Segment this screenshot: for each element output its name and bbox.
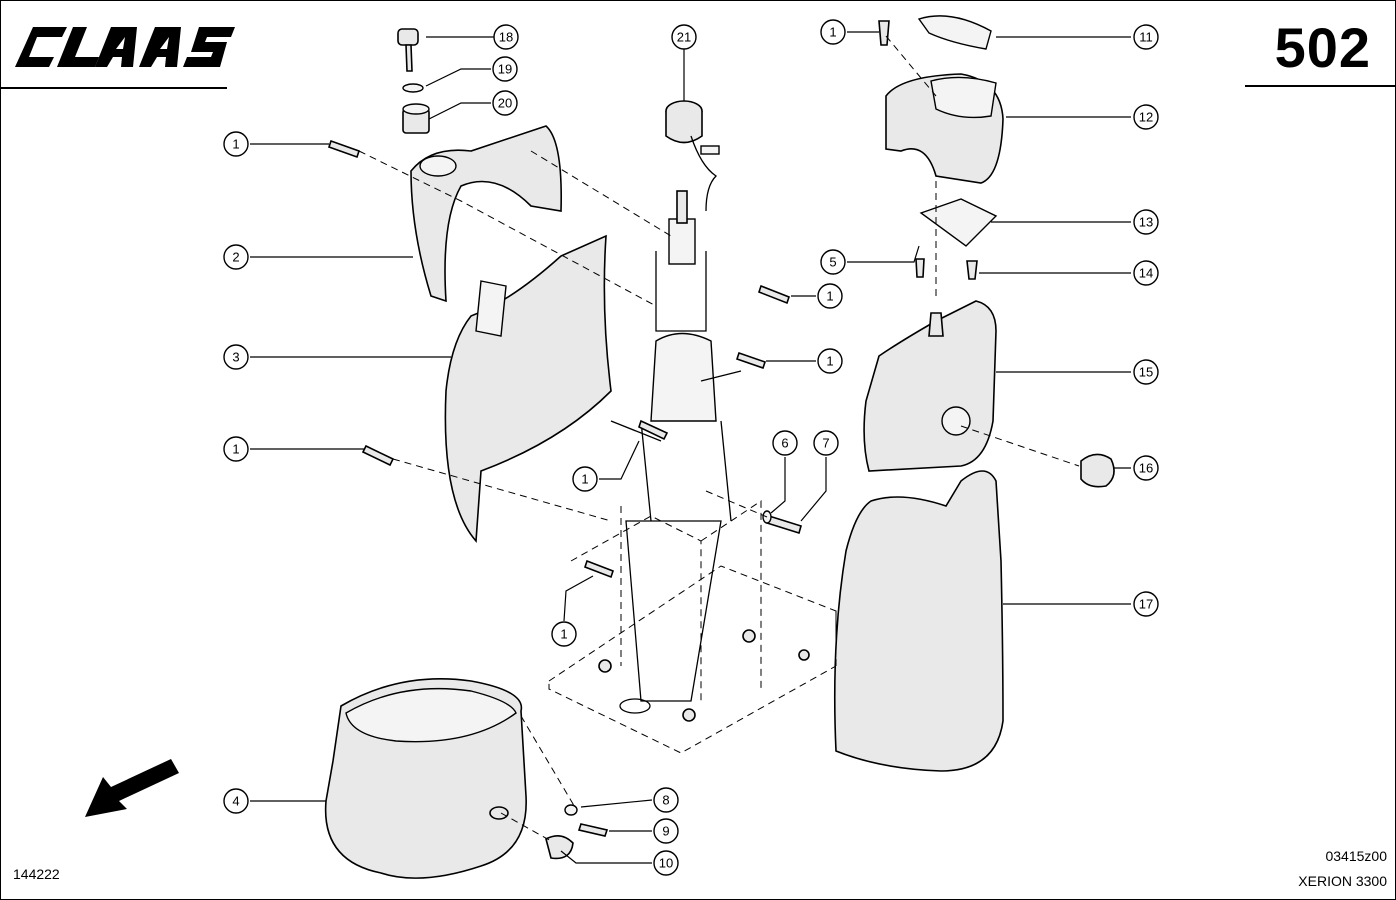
header-rule-right — [1245, 85, 1395, 87]
callout-21: 21 — [671, 24, 697, 50]
svg-text:16: 16 — [1139, 461, 1153, 476]
svg-text:12: 12 — [1139, 110, 1153, 125]
left-shroud — [444, 234, 612, 543]
callout-19: 19 — [492, 56, 518, 82]
svg-text:8: 8 — [662, 793, 669, 808]
ignition-lock — [402, 103, 430, 134]
lower-right-shroud — [833, 470, 1004, 772]
callout-1: 1 — [551, 621, 577, 647]
key-switch-opening — [419, 155, 457, 177]
callout-13: 13 — [1133, 209, 1159, 235]
callout-8: 8 — [653, 787, 679, 813]
callout-4: 4 — [223, 788, 249, 814]
callout-5: 5 — [820, 249, 846, 275]
svg-text:15: 15 — [1139, 365, 1153, 380]
svg-text:20: 20 — [498, 96, 512, 111]
svg-text:10: 10 — [659, 856, 673, 871]
lower-cover-hole — [489, 806, 509, 820]
svg-text:18: 18 — [499, 30, 513, 45]
svg-text:4: 4 — [232, 794, 239, 809]
callout-9: 9 — [653, 818, 679, 844]
svg-text:9: 9 — [662, 824, 669, 839]
callout-1: 1 — [223, 436, 249, 462]
contact-plate — [919, 198, 998, 247]
svg-text:1: 1 — [232, 137, 239, 152]
svg-text:1: 1 — [581, 472, 588, 487]
claas-logo — [15, 27, 235, 67]
drawing-id: 144222 — [13, 866, 60, 882]
shroud-clip — [475, 280, 507, 337]
callout-16: 16 — [1133, 455, 1159, 481]
lower-cover-top — [345, 687, 517, 743]
svg-text:1: 1 — [826, 289, 833, 304]
callout-10: 10 — [653, 850, 679, 876]
svg-text:17: 17 — [1139, 597, 1153, 612]
callout-14: 14 — [1133, 260, 1159, 286]
callout-15: 15 — [1133, 359, 1159, 385]
svg-text:1: 1 — [826, 354, 833, 369]
svg-text:14: 14 — [1139, 266, 1153, 281]
callout-11: 11 — [1133, 24, 1159, 50]
callout-2: 2 — [223, 244, 249, 270]
svg-text:19: 19 — [498, 62, 512, 77]
key-washer — [402, 83, 424, 93]
callout-12: 12 — [1133, 104, 1159, 130]
page-number: 502 — [1274, 16, 1371, 79]
svg-text:21: 21 — [677, 30, 691, 45]
svg-text:11: 11 — [1139, 30, 1153, 45]
column-switch — [665, 100, 720, 212]
callout-7: 7 — [813, 430, 839, 456]
column-top-pin — [928, 312, 944, 337]
adjusting-knob — [1080, 453, 1115, 488]
drawing-code: 03415z00 — [1325, 848, 1387, 864]
callout-20: 20 — [492, 90, 518, 116]
assembly-lines — [358, 35, 1080, 842]
cap — [917, 15, 992, 50]
svg-text:1: 1 — [829, 25, 836, 40]
svg-text:6: 6 — [781, 436, 788, 451]
svg-text:5: 5 — [829, 255, 836, 270]
ignition-key — [397, 28, 419, 72]
svg-text:1: 1 — [560, 627, 567, 642]
callout-1: 1 — [820, 19, 846, 45]
knob-socket — [941, 406, 971, 436]
svg-text:7: 7 — [822, 436, 829, 451]
svg-text:13: 13 — [1139, 215, 1153, 230]
callout-1: 1 — [817, 283, 843, 309]
housing-opening — [930, 76, 997, 119]
callout-18: 18 — [493, 24, 519, 50]
svg-text:1: 1 — [232, 442, 239, 457]
screws — [327, 20, 978, 860]
callout-6: 6 — [772, 430, 798, 456]
callout-1: 1 — [817, 348, 843, 374]
callout-1: 1 — [572, 466, 598, 492]
direction-arrow-icon — [85, 759, 179, 817]
model-name: XERION 3300 — [1298, 873, 1387, 889]
callout-1: 1 — [223, 131, 249, 157]
svg-text:2: 2 — [232, 250, 239, 265]
leader-lines — [250, 31, 1131, 864]
callout-3: 3 — [223, 344, 249, 370]
svg-text:3: 3 — [232, 350, 239, 365]
header-rule-left — [1, 87, 227, 89]
callout-17: 17 — [1133, 591, 1159, 617]
steering-column-frame — [548, 190, 837, 754]
